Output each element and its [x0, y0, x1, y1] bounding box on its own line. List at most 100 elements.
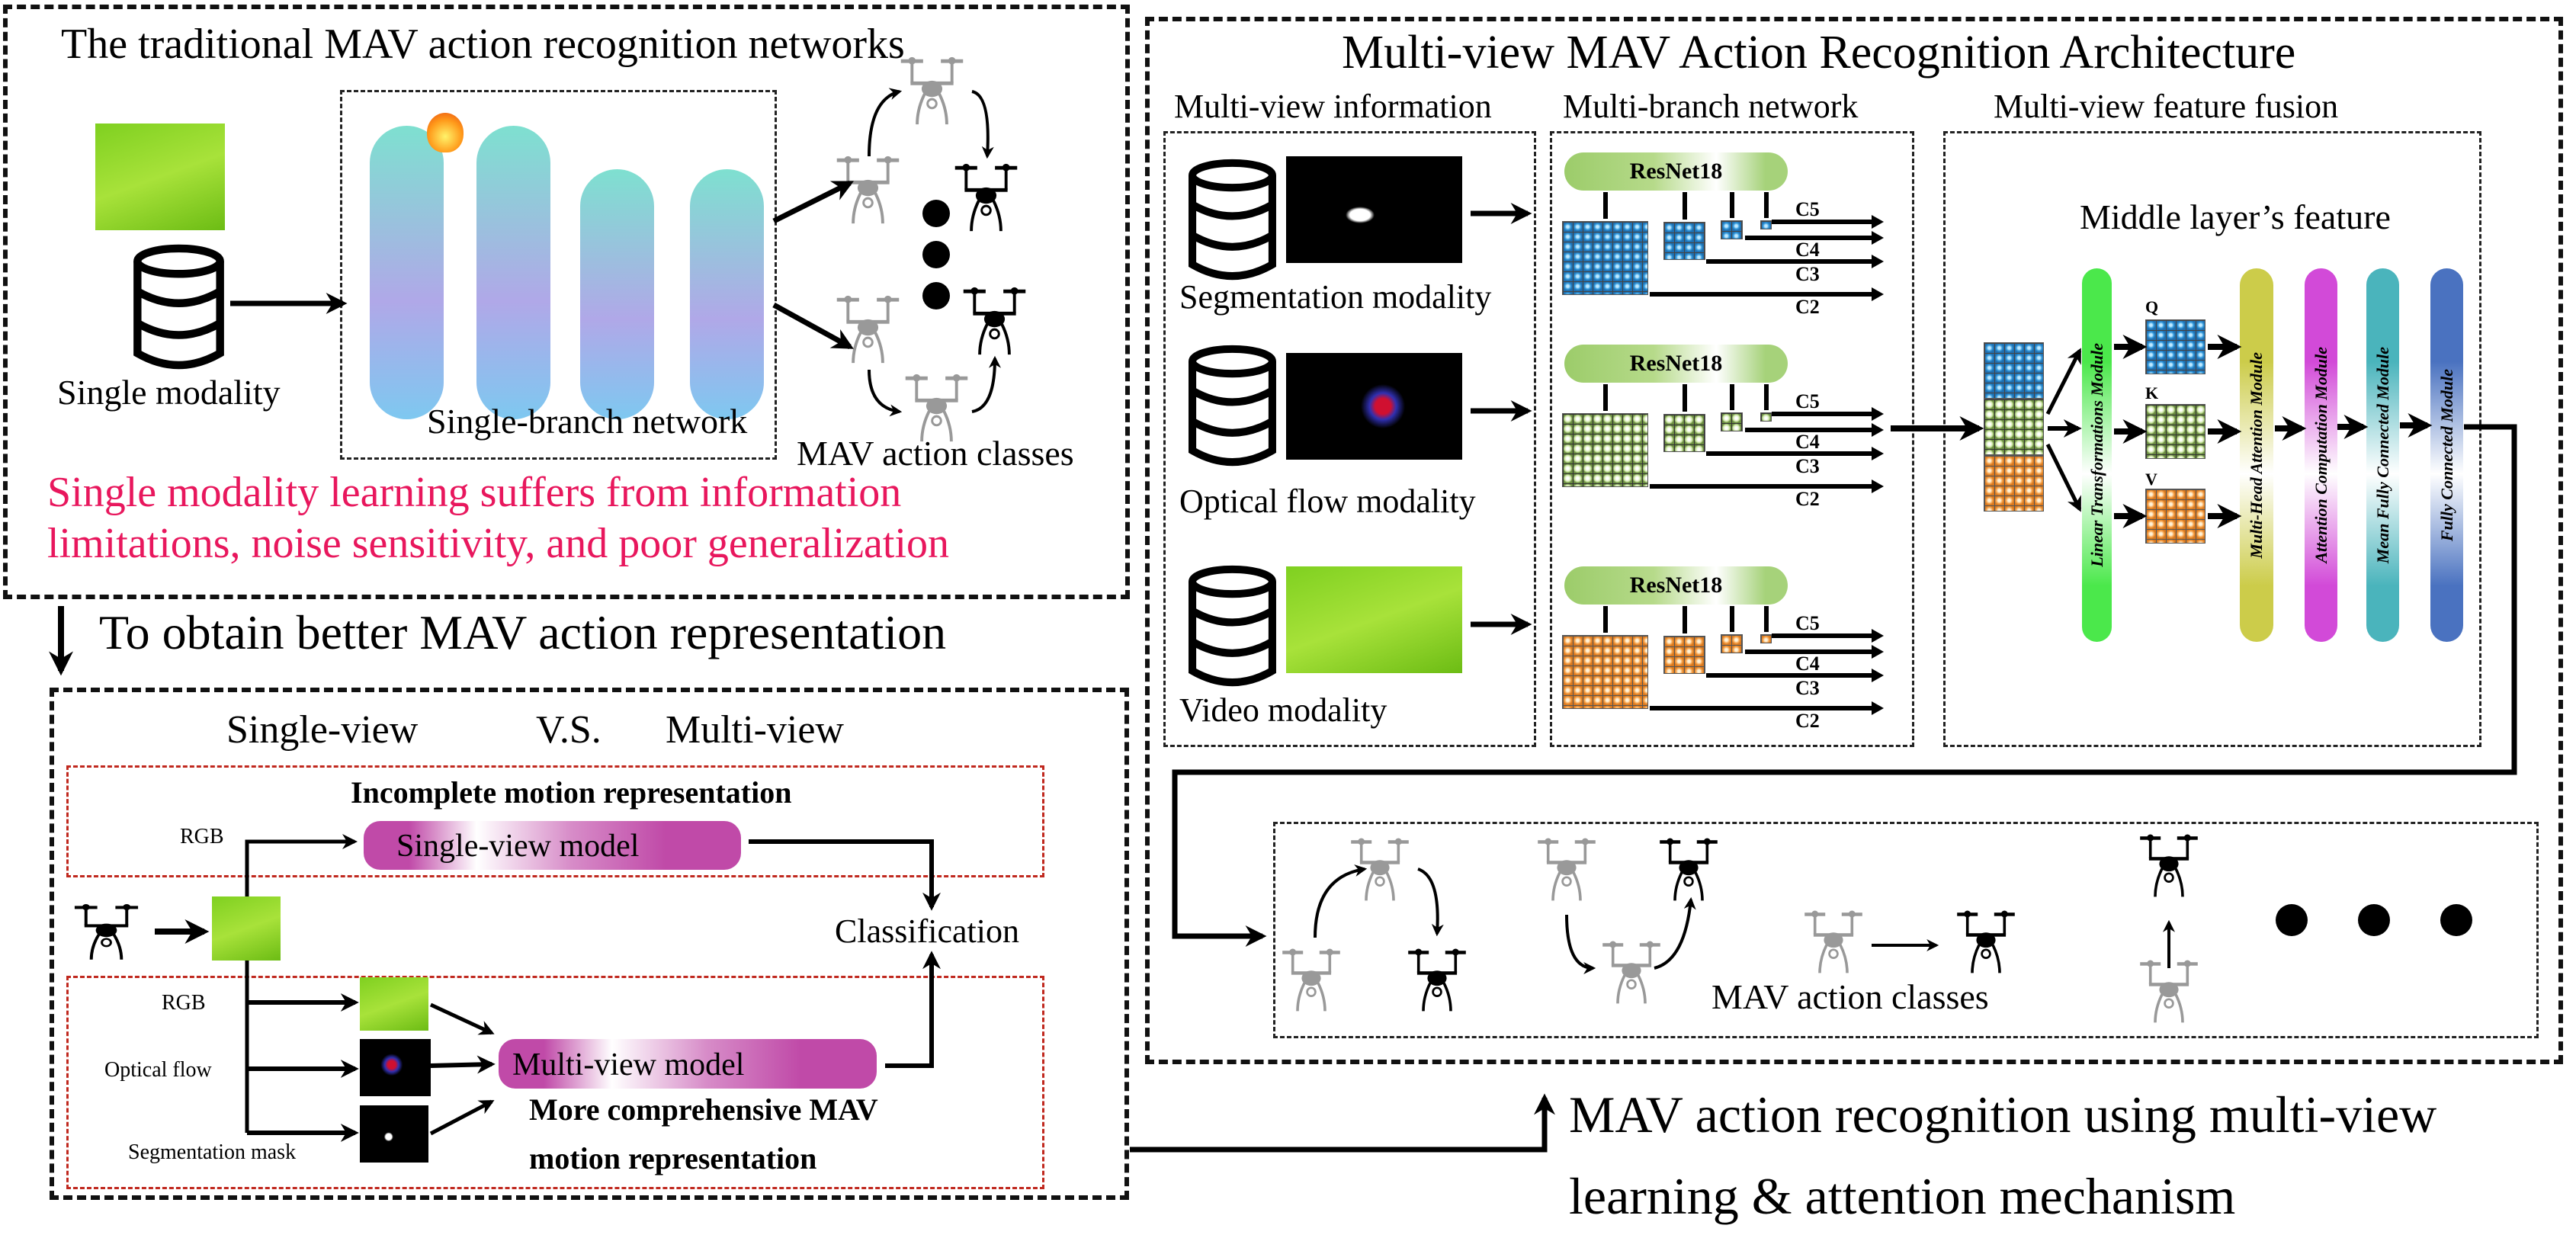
level-arrow: [1772, 412, 1875, 416]
down-arrow-icon: [1602, 606, 1608, 633]
arrow: [245, 834, 358, 896]
arrow-head-icon: [1872, 447, 1884, 460]
arrow-head-icon: [1872, 255, 1884, 268]
feature-map: [1562, 221, 1648, 295]
fire-icon: [427, 113, 464, 152]
fusion-heading: Multi-view feature fusion: [1994, 88, 2339, 125]
traditional-networks-panel: [3, 5, 1130, 599]
arrow: [868, 369, 903, 417]
traditional-title: The traditional MAV action recognition n…: [61, 21, 905, 68]
level-arrow: [1772, 220, 1875, 224]
network-layer-2: [476, 126, 550, 419]
down-arrow-icon: [1682, 606, 1687, 633]
feature-map: [1663, 636, 1705, 674]
multi-view-info-box: [1163, 131, 1536, 747]
fusion-box: [1943, 131, 2481, 747]
feature-map: [1562, 635, 1648, 709]
down-arrow-icon: [1602, 384, 1608, 411]
arrow: [971, 355, 1001, 413]
arrow-head-icon: [1872, 645, 1884, 659]
rgb-frame-thumbnail: [212, 896, 281, 961]
arrow: [429, 1099, 495, 1136]
arrow: [1654, 896, 1696, 970]
level-arrow: [1745, 236, 1875, 240]
optical-flow-label: Optical flow: [104, 1058, 212, 1082]
connector: [1172, 424, 2517, 947]
optical-flow-thumbnail: [1286, 353, 1462, 460]
level-arrow: [1650, 484, 1875, 489]
fused-feature-orange: [1984, 455, 2044, 512]
rgb-label-bottom: RGB: [162, 991, 206, 1015]
comprehensive-label-2: motion representation: [529, 1141, 817, 1175]
optical-flow-thumbnail: [360, 1039, 431, 1096]
transition-text: To obtain better MAV action representati…: [99, 605, 947, 659]
multi-view-heading: Multi-view: [666, 708, 844, 752]
ellipsis-dot: [922, 200, 950, 227]
level-label-c2: C2: [1795, 296, 1820, 318]
feature-map: [1562, 413, 1648, 487]
arrow-head-icon: [1872, 407, 1884, 421]
multi-view-info-heading: Multi-view information: [1174, 88, 1492, 125]
q-label: Q: [2145, 297, 2159, 316]
limitation-text-2: limitations, noise sensitivity, and poor…: [47, 520, 950, 567]
middle-layer-feature-label: Middle layer’s feature: [2080, 197, 2391, 236]
arrow-head-icon: [1872, 215, 1884, 229]
single-view-heading: Single-view: [226, 708, 419, 752]
level-label-c3: C3: [1795, 677, 1820, 699]
feature-map: [1663, 222, 1705, 260]
feature-map: [1760, 220, 1772, 229]
ellipsis-dot: [922, 282, 950, 310]
level-arrow: [1745, 428, 1875, 432]
level-label-c4: C4: [1795, 653, 1820, 675]
level-label-c5: C5: [1795, 612, 1820, 634]
level-arrow: [1772, 633, 1875, 638]
level-label-c5: C5: [1795, 390, 1820, 412]
down-arrow-icon: [1729, 606, 1734, 632]
down-arrow-icon: [1763, 192, 1769, 218]
ellipsis-dot: [2276, 904, 2308, 936]
single-branch-box: [340, 90, 777, 460]
video-frame-thumbnail: [95, 123, 225, 230]
level-arrow: [1706, 259, 1875, 264]
arrow-head-icon: [1872, 479, 1884, 493]
resnet18-backbone: ResNet18: [1564, 152, 1788, 191]
ellipsis-dot: [2440, 904, 2472, 936]
arrow-head-icon: [1872, 701, 1884, 715]
network-layer-1: [370, 126, 444, 419]
down-arrow-icon: [1602, 192, 1608, 219]
arrow: [749, 839, 941, 911]
level-arrow: [1706, 673, 1875, 678]
arrow: [1417, 868, 1444, 937]
arrow: [885, 951, 941, 1068]
ellipsis-dot: [922, 241, 950, 268]
level-arrow: [1706, 451, 1875, 456]
comprehensive-label-1: More comprehensive MAV: [529, 1092, 878, 1127]
query-matrix: [2145, 319, 2205, 374]
video-thumbnail: [1286, 566, 1462, 673]
feature-map: [1663, 414, 1705, 452]
segmentation-thumbnail: [1286, 156, 1462, 263]
feature-map: [1721, 220, 1743, 239]
level-label-c4: C4: [1795, 431, 1820, 453]
resnet18-backbone: ResNet18: [1564, 345, 1788, 383]
arrow: [430, 1055, 496, 1074]
level-arrow: [1650, 292, 1875, 297]
down-arrow-icon: [1763, 606, 1769, 632]
arrow: [772, 180, 855, 224]
single-branch-label: Single-branch network: [427, 402, 748, 441]
module-mean-fully-connected-module: Mean Fully Connected Module: [2366, 268, 2399, 642]
arrow: [868, 88, 903, 157]
arrow-head-icon: [1872, 231, 1884, 245]
single-view-box: [66, 765, 1044, 877]
arrow: [1565, 914, 1596, 974]
level-label-c2: C2: [1795, 488, 1820, 510]
mav-classes-label-bottom: MAV action classes: [1711, 977, 1989, 1016]
level-label-c3: C3: [1795, 263, 1820, 285]
down-arrow-icon: [1682, 192, 1687, 220]
arrow: [2045, 443, 2082, 512]
feature-map: [1760, 634, 1772, 643]
multi-view-model-label: Multi-view model: [512, 1047, 745, 1082]
down-arrow-icon: [1729, 192, 1734, 218]
level-label-c3: C3: [1795, 455, 1820, 477]
